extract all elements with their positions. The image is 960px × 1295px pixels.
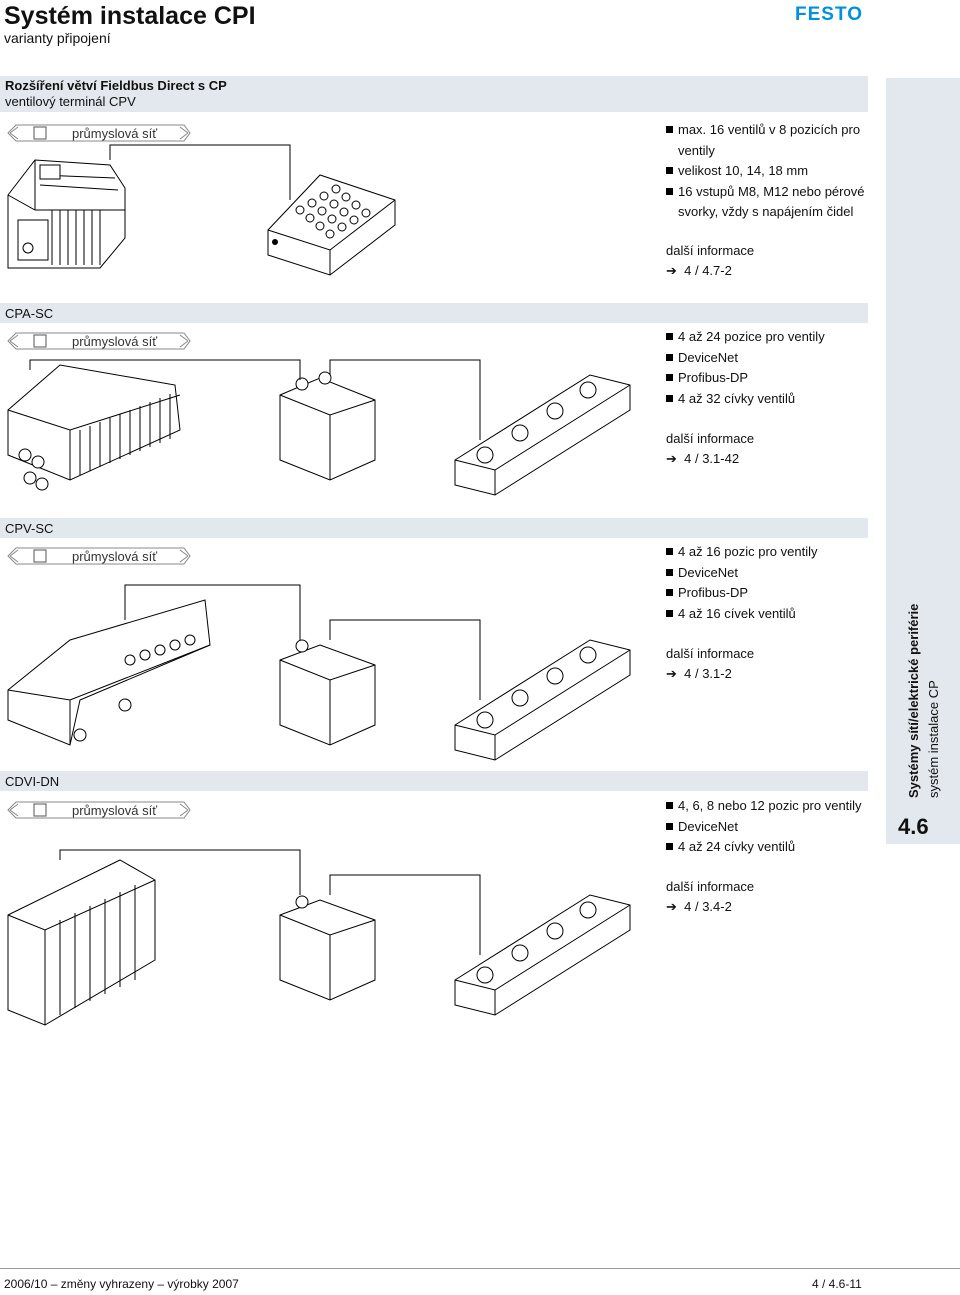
sidebar-title: Systémy sítí/elektrické periférie <box>906 603 921 798</box>
io-module-drawing <box>454 374 631 496</box>
brand-text: FESTO <box>795 4 863 22</box>
bullet-list: 4 až 16 pozic pro ventily DeviceNet Prof… <box>666 542 866 624</box>
connection-line <box>109 144 291 200</box>
more-info-ref-row[interactable]: ➔ 4 / 3.1-2 <box>666 664 754 684</box>
chapter-sidebar: Systémy sítí/elektrické periférie systém… <box>886 78 960 844</box>
cpv-terminal-drawing <box>7 159 126 269</box>
more-info-ref[interactable]: 4 / 4.7-2 <box>684 263 732 278</box>
network-label: průmyslová síť <box>72 126 157 141</box>
device-drawings <box>7 144 631 1026</box>
footer-left: 2006/10 – změny vyhrazeny – výrobky 2007 <box>4 1277 239 1291</box>
network-label: průmyslová síť <box>72 334 157 349</box>
bus-node-drawing <box>279 895 376 1001</box>
footer-divider <box>0 1268 960 1269</box>
network-bar: průmyslová síť <box>7 124 191 142</box>
bullet-item: max. 16 ventilů v 8 pozicích pro ventily <box>666 120 866 161</box>
bullet-list: 4 až 24 pozice pro ventily DeviceNet Pro… <box>666 327 866 409</box>
bullet-item: 4 až 16 pozic pro ventily <box>666 542 866 563</box>
cpa-sc-drawing <box>7 364 181 491</box>
arrow-right-icon: ➔ <box>666 263 677 278</box>
bus-node-drawing <box>279 371 376 481</box>
top-bar-line1: Rozšíření větví Fieldbus Direct s CP <box>5 78 227 93</box>
festo-logo: FESTO <box>790 4 868 22</box>
more-info: další informace ➔ 4 / 3.1-42 <box>666 429 754 469</box>
more-info: další informace ➔ 4 / 3.4-2 <box>666 877 754 917</box>
input-module-drawing <box>267 174 396 276</box>
top-section-bar: Rozšíření větví Fieldbus Direct s CP ven… <box>0 76 868 112</box>
more-info-label: další informace <box>666 879 755 894</box>
network-bar: průmyslová síť <box>7 801 191 819</box>
io-module-drawing <box>454 639 631 761</box>
section-bar-cpa: CPA-SC <box>0 303 868 323</box>
more-info-ref-row[interactable]: ➔ 4 / 3.1-42 <box>666 449 754 469</box>
more-info-ref[interactable]: 4 / 3.1-42 <box>684 451 740 466</box>
sidebar-subtitle: systém instalace CP <box>926 680 941 798</box>
network-bar: průmyslová síť <box>7 332 191 350</box>
more-info-ref[interactable]: 4 / 3.4-2 <box>684 899 732 914</box>
bullet-item: Profibus-DP <box>666 368 866 389</box>
bullet-item: Profibus-DP <box>666 583 866 604</box>
network-label: průmyslová síť <box>72 803 157 818</box>
bullet-item: 4 až 24 pozice pro ventily <box>666 327 866 348</box>
arrow-right-icon: ➔ <box>666 899 677 914</box>
section-title: CPA-SC <box>5 306 54 321</box>
bullet-item: DeviceNet <box>666 563 866 584</box>
bullet-list: 4, 6, 8 nebo 12 pozic pro ventily Device… <box>666 796 866 858</box>
more-info: další informace ➔ 4 / 3.1-2 <box>666 644 754 684</box>
bullet-item: 16 vstupů M8, M12 nebo pérové svorky, vž… <box>666 182 866 223</box>
bullet-item: DeviceNet <box>666 817 866 838</box>
more-info-ref[interactable]: 4 / 3.1-2 <box>684 666 732 681</box>
arrow-right-icon: ➔ <box>666 666 677 681</box>
section-number: 4.6 <box>898 814 929 839</box>
bullet-item: DeviceNet <box>666 348 866 369</box>
bullet-item: 4, 6, 8 nebo 12 pozic pro ventily <box>666 796 866 817</box>
section-title: CPV-SC <box>5 521 54 536</box>
page-title: Systém instalace CPI <box>4 2 256 30</box>
io-module-drawing <box>454 894 631 1016</box>
bullet-item: 4 až 16 cívek ventilů <box>666 604 866 625</box>
arrow-right-icon: ➔ <box>666 451 677 466</box>
bullet-item: velikost 10, 14, 18 mm <box>666 161 866 182</box>
cpv-sc-drawing <box>7 599 211 746</box>
more-info-label: další informace <box>666 646 755 661</box>
more-info-ref-row[interactable]: ➔ 4 / 3.4-2 <box>666 897 754 917</box>
more-info-ref-row[interactable]: ➔ 4 / 4.7-2 <box>666 261 754 281</box>
section-bar-cpv: CPV-SC <box>0 518 868 538</box>
bullet-list: max. 16 ventilů v 8 pozicích pro ventily… <box>666 120 866 223</box>
more-info-label: další informace <box>666 243 755 258</box>
bus-node-drawing <box>279 639 376 746</box>
page-number: 4 / 4.6-11 <box>812 1277 862 1291</box>
bullet-item: 4 až 32 cívky ventilů <box>666 389 866 410</box>
top-bar-line2: ventilový terminál CPV <box>5 94 136 109</box>
more-info-label: další informace <box>666 431 755 446</box>
section-bar-cdvi: CDVI-DN <box>0 771 868 791</box>
network-bar: průmyslová síť <box>7 547 191 565</box>
cdvi-dn-drawing <box>7 859 156 1026</box>
section-title: CDVI-DN <box>5 774 60 789</box>
more-info: další informace ➔ 4 / 4.7-2 <box>666 241 754 281</box>
network-label: průmyslová síť <box>72 549 157 564</box>
bullet-item: 4 až 24 cívky ventilů <box>666 837 866 858</box>
page-subtitle: varianty připojení <box>4 30 111 46</box>
